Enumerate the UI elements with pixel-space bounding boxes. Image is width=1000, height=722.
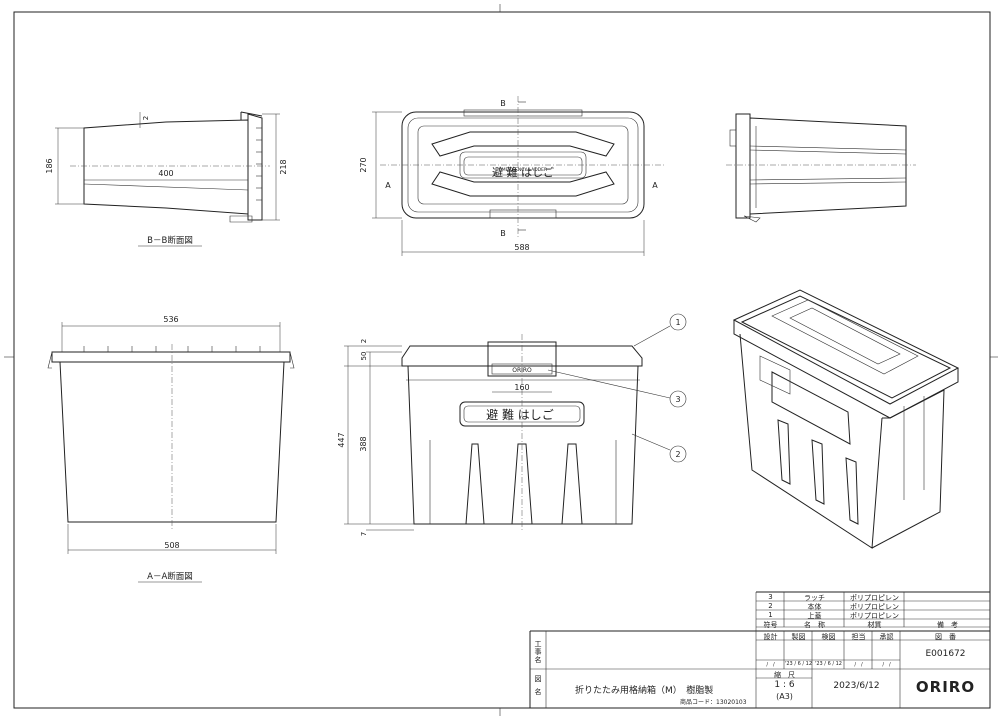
date-approval: / /: [882, 662, 891, 668]
balloon-1-label: 1: [675, 318, 680, 327]
part-row-1-material: ポリプロピレン: [850, 594, 899, 602]
part-row-1-no: 3: [768, 593, 773, 601]
balloon-3: [669, 390, 687, 408]
bb-section-view: [55, 111, 280, 223]
part-row-2-material: ポリプロピレン: [850, 603, 899, 611]
section-mark-a-right: A: [652, 181, 658, 190]
product-code: 商品コード：13020103: [680, 699, 747, 706]
top-view: [372, 96, 666, 256]
balloon-2-label: 2: [675, 450, 680, 459]
date-charge: / /: [854, 662, 863, 668]
dim-front-bottom-gap: 7: [360, 532, 368, 536]
section-mark-b-bottom: B: [500, 229, 506, 238]
lid-label-en: EMERGENCY LADDER: [499, 167, 547, 173]
drawing-date: 2023/6/12: [833, 681, 880, 691]
role-drafting: 製図: [791, 633, 806, 641]
dim-bb-depth: 400: [158, 169, 173, 178]
dim-top-height: 270: [359, 157, 368, 172]
role-approval: 承認: [879, 633, 894, 641]
dim-bb-left-height: 186: [45, 158, 54, 173]
dim-latch-width: 160: [514, 383, 529, 392]
dim-front-lid-gap: 2: [360, 339, 368, 343]
side-view: [726, 113, 916, 223]
parts-header-no: 符号: [763, 621, 778, 629]
part-row-3-no: 1: [768, 611, 773, 619]
dim-front-body-height: 388: [359, 436, 368, 451]
drawing-no-label: 図 番: [935, 633, 956, 641]
sheet-border: [13, 11, 991, 709]
part-row-3-material: ポリプロピレン: [850, 612, 899, 620]
dim-front-total-height: 447: [337, 432, 346, 447]
role-check: 検図: [821, 633, 836, 641]
work-name-label: 工事名: [534, 640, 542, 664]
dim-front-bottom-width: 508: [164, 541, 179, 550]
front-label-jp: 避 難 はしご: [486, 407, 554, 422]
front-view: [344, 334, 643, 531]
latch-text: ORIRO: [512, 367, 532, 374]
section-mark-b-top: B: [500, 99, 506, 108]
company-logo: ORIRO: [915, 678, 976, 696]
part-row-1-name: ラッチ: [804, 594, 825, 602]
figure-name: 折りたたみ用格納箱（M） 樹脂製: [575, 686, 714, 696]
date-check: '23 / 6 / 12: [814, 661, 842, 667]
drawing-no: E001672: [925, 649, 966, 659]
role-design: 設計: [763, 633, 778, 641]
parts-header-remarks: 備 考: [937, 621, 958, 629]
dim-front-top-width: 536: [163, 315, 178, 324]
date-design: / /: [766, 662, 775, 668]
isometric-view: [732, 289, 960, 549]
scale-value: 1 : 6: [774, 680, 795, 690]
aa-section-title: A－A断面図: [147, 571, 193, 582]
parts-header-material: 材質: [867, 621, 882, 629]
dim-bb-right-height: 218: [279, 159, 288, 174]
part-row-2-no: 2: [768, 602, 773, 610]
balloon-3-label: 3: [675, 395, 680, 404]
balloon-2: [669, 445, 687, 463]
figure-name-label: 図 名: [534, 675, 549, 696]
lid-label-jp: 避 難 はしご: [492, 165, 554, 179]
parts-header-name: 名 称: [804, 621, 825, 629]
title-block-lines: [529, 591, 990, 708]
dim-top-width: 588: [514, 243, 529, 252]
aa-section-view: [47, 322, 295, 554]
part-row-2-name: 本体: [807, 603, 822, 611]
bb-section-title: B－B断面図: [147, 235, 193, 246]
section-mark-a-left: A: [385, 181, 391, 190]
role-charge: 担当: [851, 633, 866, 641]
paper-size: (A3): [776, 692, 793, 701]
balloon-1: [669, 313, 687, 331]
part-row-3-name: 上蓋: [807, 612, 822, 620]
date-drafting: '23 / 6 / 12: [785, 661, 813, 667]
scale-label: 縮 尺: [774, 671, 795, 679]
dim-bb-taper: 2: [142, 116, 150, 120]
balloons: [547, 313, 687, 463]
dim-front-lid-height: 50: [360, 352, 368, 361]
